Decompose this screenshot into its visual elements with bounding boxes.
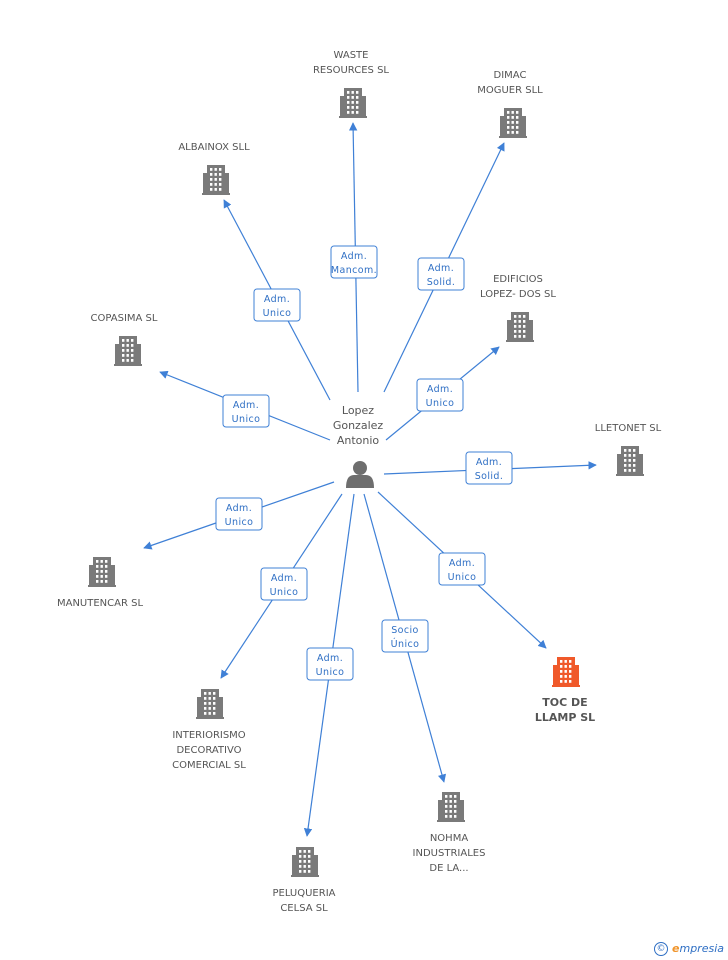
- role-badge-albainox[interactable]: Adm. Unico: [253, 288, 301, 322]
- role-badge-text: Adm.: [427, 384, 453, 395]
- role-badge-text: Unico: [232, 414, 261, 425]
- role-badge-text: Unico: [225, 517, 254, 528]
- building-icon-lletonet[interactable]: [616, 446, 644, 476]
- role-badge-text: Adm.: [271, 573, 297, 584]
- copyright-icon: ©: [654, 942, 669, 956]
- building-icon-dimac[interactable]: [499, 108, 527, 138]
- role-badge-text: Único: [391, 638, 420, 650]
- company-label-albainox[interactable]: ALBAINOX SLL: [178, 142, 250, 153]
- company-label-manutencar[interactable]: MANUTENCAR SL: [57, 598, 143, 609]
- role-badge-text: Solid.: [427, 277, 456, 288]
- company-label-waste[interactable]: RESOURCES SL: [313, 65, 389, 76]
- company-label-copasima[interactable]: COPASIMA SL: [91, 313, 158, 324]
- company-label-waste[interactable]: WASTE: [334, 50, 369, 61]
- building-icon-peluqueria[interactable]: [291, 847, 319, 877]
- role-badge-text: Unico: [448, 572, 477, 583]
- building-icon-interiorismo[interactable]: [196, 689, 224, 719]
- role-badge-text: Unico: [270, 587, 299, 598]
- role-badge-text: Unico: [263, 308, 292, 319]
- company-label-peluqueria[interactable]: CELSA SL: [280, 903, 328, 914]
- building-icon-nohma[interactable]: [437, 792, 465, 822]
- role-badge-interiorismo[interactable]: Adm. Unico: [260, 567, 308, 601]
- company-label-toc[interactable]: LLAMP SL: [535, 711, 595, 724]
- building-icon-albainox[interactable]: [202, 165, 230, 195]
- role-badge-text: Solid.: [475, 471, 504, 482]
- company-label-nohma[interactable]: INDUSTRIALES: [413, 848, 486, 859]
- role-badge-text: Adm.: [226, 503, 252, 514]
- company-label-interiorismo[interactable]: DECORATIVO: [176, 745, 241, 756]
- role-badge-text: Adm.: [233, 400, 259, 411]
- role-badge-text: Adm.: [341, 251, 367, 262]
- credit: ©empresia: [654, 942, 724, 956]
- role-badge-manutencar[interactable]: Adm. Unico: [215, 497, 263, 531]
- role-badge-waste[interactable]: Adm. Mancom.: [330, 245, 378, 279]
- role-badge-dimac[interactable]: Adm. Solid.: [417, 257, 465, 291]
- company-label-interiorismo[interactable]: INTERIORISMO: [172, 730, 245, 741]
- building-icon-edificios[interactable]: [506, 312, 534, 342]
- person-name[interactable]: Antonio: [337, 434, 380, 447]
- company-label-nohma[interactable]: DE LA...: [429, 863, 468, 874]
- role-badge-lletonet[interactable]: Adm. Solid.: [465, 451, 513, 485]
- company-label-nohma[interactable]: NOHMA: [430, 833, 468, 844]
- person-name[interactable]: Gonzalez: [333, 419, 384, 432]
- company-label-toc[interactable]: TOC DE: [542, 696, 587, 709]
- building-icon-waste[interactable]: [339, 88, 367, 118]
- role-badge-text: Mancom.: [331, 265, 377, 276]
- role-badge-text: Socio: [391, 625, 419, 636]
- role-badge-text: Adm.: [449, 558, 475, 569]
- role-badge-text: Adm.: [317, 653, 343, 664]
- company-label-interiorismo[interactable]: COMERCIAL SL: [172, 760, 246, 771]
- role-badge-text: Unico: [426, 398, 455, 409]
- company-label-edificios[interactable]: LOPEZ- DOS SL: [480, 289, 556, 300]
- company-label-peluqueria[interactable]: PELUQUERIA: [273, 888, 336, 899]
- building-icon-manutencar[interactable]: [88, 557, 116, 587]
- brand-logo: empresia: [672, 942, 724, 955]
- role-badge-peluqueria[interactable]: Adm. Unico: [306, 647, 354, 681]
- role-badge-text: Unico: [316, 667, 345, 678]
- role-badge-text: Adm.: [264, 294, 290, 305]
- person-name[interactable]: Lopez: [342, 404, 374, 417]
- company-label-dimac[interactable]: DIMAC: [494, 70, 527, 81]
- company-label-lletonet[interactable]: LLETONET SL: [595, 423, 662, 434]
- role-badge-copasima[interactable]: Adm. Unico: [222, 394, 270, 428]
- person-icon[interactable]: [346, 461, 374, 488]
- company-label-edificios[interactable]: EDIFICIOS: [493, 274, 543, 285]
- company-label-dimac[interactable]: MOGUER SLL: [477, 85, 543, 96]
- building-icon-copasima[interactable]: [114, 336, 142, 366]
- role-badge-toc[interactable]: Adm. Unico: [438, 552, 486, 586]
- building-icon-toc[interactable]: [552, 657, 580, 687]
- role-badge-text: Adm.: [476, 457, 502, 468]
- role-badge-text: Adm.: [428, 263, 454, 274]
- role-badge-edificios[interactable]: Adm. Unico: [416, 378, 464, 412]
